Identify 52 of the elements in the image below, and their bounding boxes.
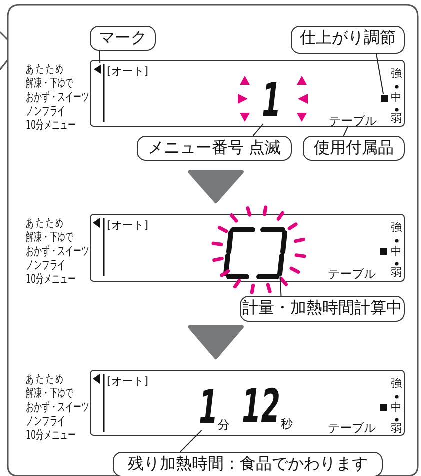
menu-label: あたため bbox=[26, 63, 66, 76]
leader-line bbox=[343, 126, 348, 136]
callout-label: マーク bbox=[90, 26, 156, 51]
down-arrow bbox=[188, 326, 244, 360]
leader-line bbox=[99, 50, 101, 64]
menu-label: あたため bbox=[26, 373, 66, 386]
callout-label: 計量・加熱時間計算中 bbox=[240, 296, 405, 322]
level-indicator bbox=[381, 95, 388, 102]
digit: 1 bbox=[262, 77, 286, 125]
accessory-label: テーブル bbox=[328, 420, 376, 437]
level-label: 弱 bbox=[391, 112, 402, 125]
menu-label: ノンフライ bbox=[26, 415, 66, 428]
menu-label: 解凍・下ゆで bbox=[26, 231, 74, 244]
menu-label: 解凍・下ゆで bbox=[26, 387, 74, 400]
menu-label: おかず・スイーツ bbox=[26, 245, 90, 258]
level-label: 中 bbox=[391, 91, 402, 104]
level-label: 強 bbox=[391, 67, 402, 80]
accessory-label: テーブル bbox=[328, 266, 376, 283]
level-label: 強 bbox=[391, 377, 402, 390]
callout-label: メニュー番号 点滅 bbox=[137, 136, 292, 161]
level-label: 弱 bbox=[391, 266, 402, 279]
level-label: 中 bbox=[391, 401, 402, 414]
menu-label: おかず・スイーツ bbox=[26, 401, 90, 414]
leader-line bbox=[180, 430, 202, 452]
unit-label: 秒 bbox=[281, 417, 293, 431]
level-label: 強 bbox=[391, 221, 402, 234]
mark-indicator bbox=[93, 64, 102, 75]
callout-label: 仕上がり調節 bbox=[291, 26, 405, 54]
lcd-display bbox=[90, 370, 405, 436]
digit: 12 bbox=[242, 381, 280, 431]
menu-label: 解凍・下ゆで bbox=[26, 77, 74, 90]
menu-label: あたため bbox=[26, 217, 66, 230]
digit: 1 bbox=[199, 382, 218, 432]
down-arrow bbox=[188, 170, 244, 204]
mode-label: [オート] bbox=[107, 64, 149, 79]
level-label: 弱 bbox=[391, 422, 402, 435]
menu-label: 10分メニュー bbox=[26, 119, 76, 132]
mode-label: [オート] bbox=[107, 218, 149, 233]
callout-label: 残り加熱時間：食品でかわります bbox=[113, 452, 383, 476]
menu-label: ノンフライ bbox=[26, 105, 66, 118]
menu-label: 10分メニュー bbox=[26, 429, 76, 442]
unit-label: 分 bbox=[218, 418, 230, 432]
lcd-display bbox=[90, 60, 405, 127]
menu-label: おかず・スイーツ bbox=[26, 91, 90, 104]
level-label: 中 bbox=[391, 245, 402, 258]
menu-label: 10分メニュー bbox=[26, 273, 76, 286]
leader-line bbox=[376, 54, 384, 94]
accessory-label: テーブル bbox=[329, 113, 379, 128]
leader-line bbox=[252, 124, 264, 136]
callout-label: 使用付属品 bbox=[303, 136, 405, 161]
mode-label: [オート] bbox=[107, 374, 149, 389]
menu-label: ノンフライ bbox=[26, 259, 66, 272]
